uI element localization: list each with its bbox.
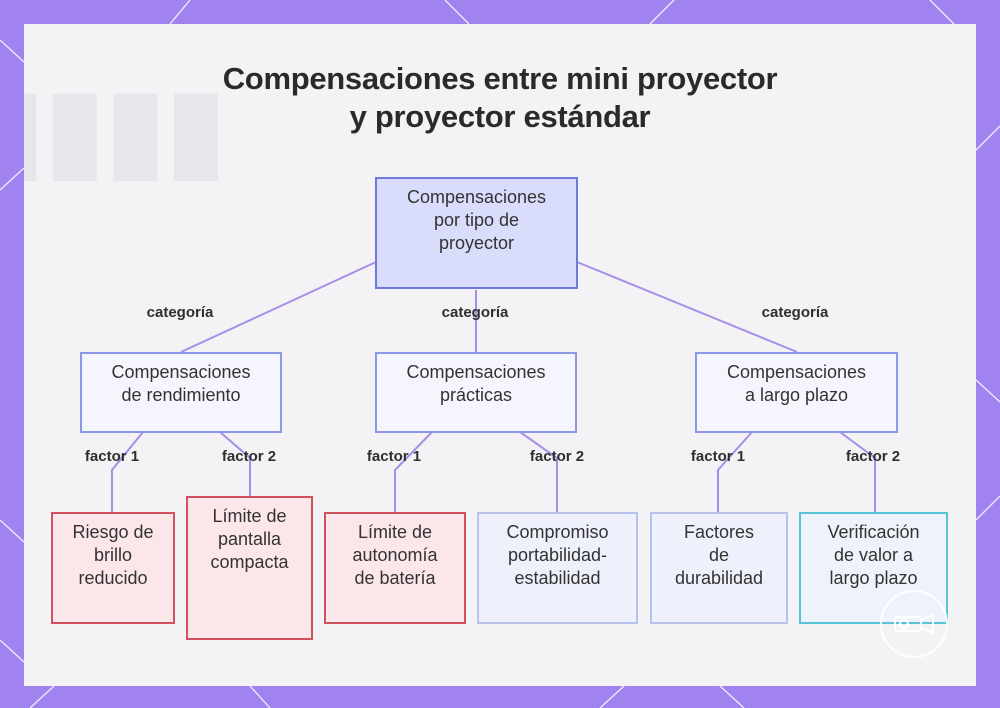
leaf-3-line-1: Límite de xyxy=(357,522,433,542)
leaf-1-line-1: Riesgo de xyxy=(72,522,154,542)
root-node: Compensaciones por tipo de proyector xyxy=(375,177,578,289)
edge-label-factor-1c: factor 1 xyxy=(690,448,746,465)
root-line-1: Compensaciones xyxy=(406,187,547,207)
leaf-2-line-1: Límite de xyxy=(212,506,287,526)
leaf-4-line-2: portabilidad- xyxy=(507,545,608,565)
category-node-practical: Compensaciones prácticas xyxy=(375,352,577,433)
background-watermark-shape: ▮▮▮▮ xyxy=(24,67,227,190)
leaf-6-line-3: largo plazo xyxy=(829,568,918,588)
root-line-2: por tipo de xyxy=(433,210,520,230)
category-1-line-2: de rendimiento xyxy=(121,385,241,405)
leaf-2-line-3: compacta xyxy=(210,552,289,572)
category-node-long-term: Compensaciones a largo plazo xyxy=(695,352,898,433)
edge-label-factor-1b: factor 1 xyxy=(366,448,422,465)
title-line-1: Compensaciones entre mini proyector xyxy=(222,61,778,96)
diagram-title: Compensaciones entre mini proyector y pr… xyxy=(0,60,1000,136)
category-3-line-2: a largo plazo xyxy=(744,385,849,405)
leaf-node-battery-limit: Límite de autonomía de batería xyxy=(324,512,466,624)
leaf-node-screen-limit: Límite de pantalla compacta xyxy=(186,496,313,640)
root-line-3: proyector xyxy=(438,233,515,253)
edge-label-factor-1a: factor 1 xyxy=(84,448,140,465)
edge-label-category-1: categoría xyxy=(146,304,214,321)
leaf-3-line-3: de batería xyxy=(354,568,436,588)
leaf-4-line-3: estabilidad xyxy=(514,568,601,588)
projector-logo-icon xyxy=(880,590,948,658)
leaf-5-line-1: Factores xyxy=(683,522,754,542)
edge-label-factor-2b: factor 2 xyxy=(529,448,585,465)
leaf-node-brightness-risk: Riesgo de brillo reducido xyxy=(51,512,175,624)
edge-label-category-2: categoría xyxy=(441,304,509,321)
leaf-node-portability-tradeoff: Compromiso portabilidad- estabilidad xyxy=(477,512,638,624)
leaf-3-line-2: autonomía xyxy=(352,545,438,565)
leaf-1-line-2: brillo xyxy=(93,545,132,565)
leaf-5-line-2: de xyxy=(708,545,729,565)
category-1-line-1: Compensaciones xyxy=(111,362,251,382)
leaf-5-line-3: durabilidad xyxy=(674,568,764,588)
edge-label-factor-2c: factor 2 xyxy=(845,448,901,465)
title-line-2: y proyector estándar xyxy=(349,99,651,134)
leaf-6-line-2: de valor a xyxy=(833,545,914,565)
category-node-performance: Compensaciones de rendimiento xyxy=(80,352,282,433)
leaf-node-durability-factors: Factores de durabilidad xyxy=(650,512,788,624)
edge-label-category-3: categoría xyxy=(761,304,829,321)
leaf-2-line-2: pantalla xyxy=(217,529,282,549)
category-3-line-1: Compensaciones xyxy=(726,362,867,382)
leaf-6-line-1: Verificación xyxy=(827,522,920,542)
category-2-line-2: prácticas xyxy=(439,385,512,405)
leaf-4-line-1: Compromiso xyxy=(506,522,609,542)
category-2-line-1: Compensaciones xyxy=(406,362,546,382)
leaf-1-line-3: reducido xyxy=(78,568,148,588)
edge-label-factor-2a: factor 2 xyxy=(221,448,277,465)
